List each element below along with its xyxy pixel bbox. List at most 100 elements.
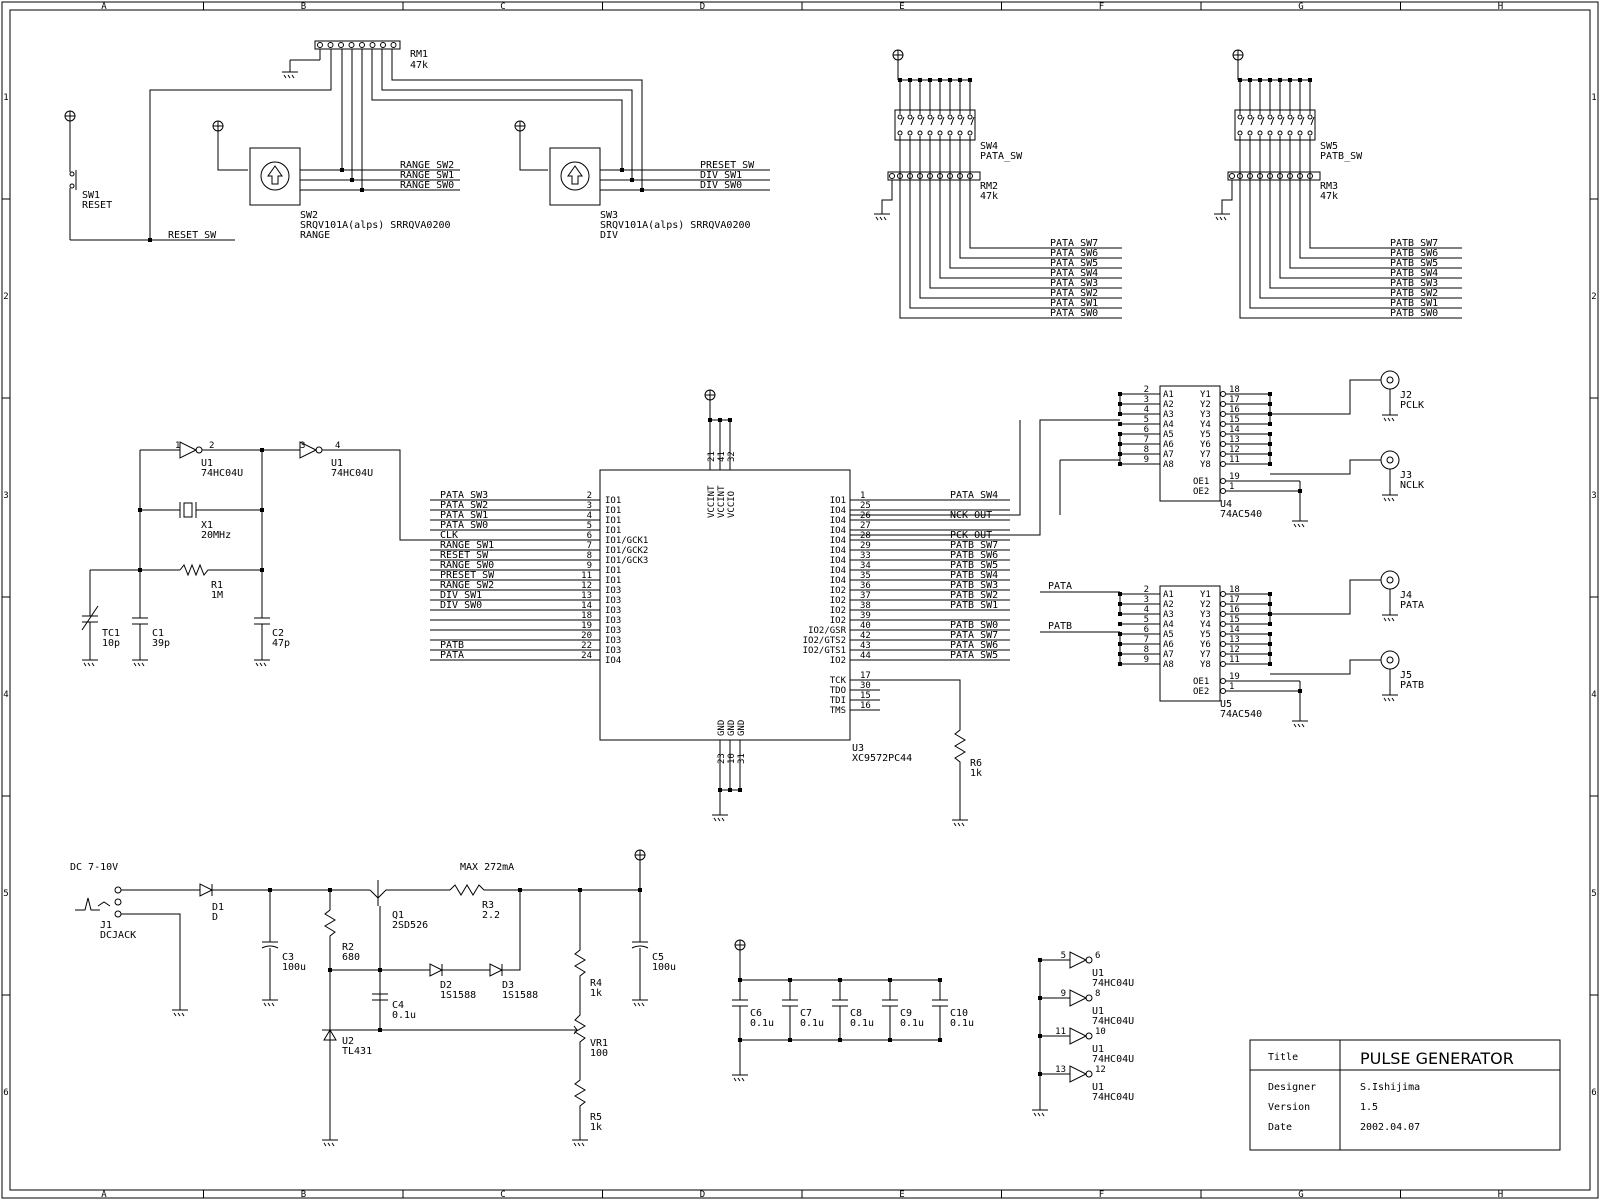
buffer-name-a: A4: [1163, 420, 1174, 430]
buffer-name-y: Y7: [1200, 650, 1211, 660]
rm3-ref: RM3: [1320, 181, 1338, 192]
net-patb-sw7: PATB_SW7: [1390, 238, 1438, 249]
r2-value: 680: [342, 952, 360, 963]
u3-power-name: VCCIO: [727, 491, 737, 518]
u3-jtag-pin: 16: [860, 701, 871, 711]
u3-pin-number: 36: [860, 581, 871, 591]
net-patb-sw1: PATB_SW1: [1390, 298, 1438, 309]
u3-net-right: PATB_SW0: [950, 620, 998, 631]
buffer-name-y: Y5: [1200, 430, 1211, 440]
j2-value: PCLK: [1400, 400, 1424, 411]
u3-net-right: PATA_SW7: [950, 630, 998, 641]
buffer-pin-y: 16: [1229, 405, 1240, 415]
u3-power-name: VCCINT: [717, 485, 727, 518]
u3-pin-number: 14: [581, 601, 592, 611]
sw1-reset-switch: SW1 RESET RESET_SW: [64, 110, 235, 242]
u3-net-left: PATB: [440, 640, 464, 651]
u3-pin-number: 40: [860, 621, 871, 631]
title-value: PULSE GENERATOR: [1360, 1049, 1514, 1068]
u3-power-pin: 21: [707, 451, 717, 462]
j1-value: DCJACK: [100, 930, 136, 941]
u3-gnd-pin: 23: [717, 753, 727, 764]
buffer-name-y: Y8: [1200, 460, 1211, 470]
buffer-name-a: A7: [1163, 450, 1174, 460]
buffer-name-y: Y4: [1200, 420, 1211, 430]
u3-jtag-name: TDI: [830, 696, 846, 706]
sw3-value: SRQV101A(alps) SRRQVA0200: [600, 220, 751, 231]
buffer-pin-y: 15: [1229, 615, 1240, 625]
u3-ref: U3: [852, 743, 864, 754]
u3-jtag-name: TDO: [830, 686, 846, 696]
u3-net-right: PATA_SW4: [950, 490, 998, 501]
x1-ref: X1: [201, 520, 213, 531]
u3-gnd-name: GND: [737, 720, 747, 736]
u3-net-left: PRESET_SW: [440, 570, 495, 581]
buffer-name-y: Y1: [1200, 590, 1211, 600]
u4-value: 74AC540: [1220, 509, 1262, 520]
u1e-pin-in: 11: [1055, 1027, 1066, 1037]
u3-pin-number: 5: [587, 521, 592, 531]
u3-net-left: RANGE_SW1: [440, 540, 494, 551]
c7-value: 0.1u: [800, 1018, 824, 1029]
buffer-name-y: Y6: [1200, 640, 1211, 650]
c9-ref: C9: [900, 1008, 912, 1019]
buffer-pin-a: 2: [1144, 385, 1149, 395]
c10-value: 0.1u: [950, 1018, 974, 1029]
sw1-value: RESET: [82, 200, 112, 211]
u3-net-left: PATA_SW2: [440, 500, 488, 511]
tc1-ref: TC1: [102, 628, 120, 639]
buffer-name-y: Y3: [1200, 610, 1211, 620]
buffer-pin-a: 6: [1144, 425, 1149, 435]
zone-col-bottom: F: [1099, 1190, 1104, 1200]
c4-value: 0.1u: [392, 1010, 416, 1021]
u3-pin-name: IO1: [605, 576, 621, 586]
buffer-pin-a: 4: [1144, 605, 1149, 615]
d3-value: 1S1588: [502, 990, 538, 1001]
buffer-pin-y: 11: [1229, 655, 1240, 665]
u3-net-right: PATB_SW3: [950, 580, 998, 591]
zone-col-bottom: D: [700, 1190, 705, 1200]
d3-ref: D3: [502, 980, 514, 991]
u3-pin-number: 3: [587, 501, 592, 511]
u2-value: TL431: [342, 1046, 372, 1057]
zone-row-left: 4: [3, 690, 8, 700]
c2-ref: C2: [272, 628, 284, 639]
u3-pin-name: IO2: [830, 656, 846, 666]
net-patb-sw5: PATB_SW5: [1390, 258, 1438, 269]
zone-row-right: 4: [1591, 690, 1596, 700]
c8-ref: C8: [850, 1008, 862, 1019]
buffer-oe-pin: 1: [1229, 482, 1234, 492]
u3-pin-number: 42: [860, 631, 871, 641]
r3-value: 2.2: [482, 910, 500, 921]
u1e-value: 74HC04U: [1092, 1054, 1134, 1065]
u3-pin-name: IO1: [605, 496, 621, 506]
u3-gnd-pin: 10: [727, 753, 737, 764]
u3-pin-name: IO4: [830, 556, 846, 566]
u1c-value: 74HC04U: [1092, 978, 1134, 989]
zone-col-bottom: H: [1498, 1190, 1503, 1200]
buffer-oe-name: OE2: [1193, 687, 1209, 697]
buffer-pin-a: 5: [1144, 415, 1149, 425]
zone-row-right: 1: [1591, 93, 1596, 103]
u3-pin-name: IO2: [830, 616, 846, 626]
buffer-pin-a: 7: [1144, 635, 1149, 645]
buffer-pin-y: 18: [1229, 385, 1240, 395]
u3-pin-name: IO4: [830, 566, 846, 576]
c10-ref: C10: [950, 1008, 968, 1019]
net-preset-sw: PRESET_SW: [700, 160, 755, 171]
u3-pin-name: IO1: [605, 566, 621, 576]
tc1-value: 10p: [102, 638, 120, 649]
net-range-sw1: RANGE_SW1: [400, 170, 454, 181]
net-range-sw2: RANGE_SW2: [400, 160, 454, 171]
buffer-name-y: Y7: [1200, 450, 1211, 460]
u3-net-left: CLK: [440, 530, 458, 541]
buffer-oe-pin: 19: [1229, 472, 1240, 482]
u3-net-left: PATA_SW3: [440, 490, 488, 501]
u1b-ref: U1: [331, 458, 343, 469]
u3-gnd-name: GND: [717, 720, 727, 736]
buffer-name-a: A1: [1163, 390, 1174, 400]
buffer-pin-a: 3: [1144, 595, 1149, 605]
